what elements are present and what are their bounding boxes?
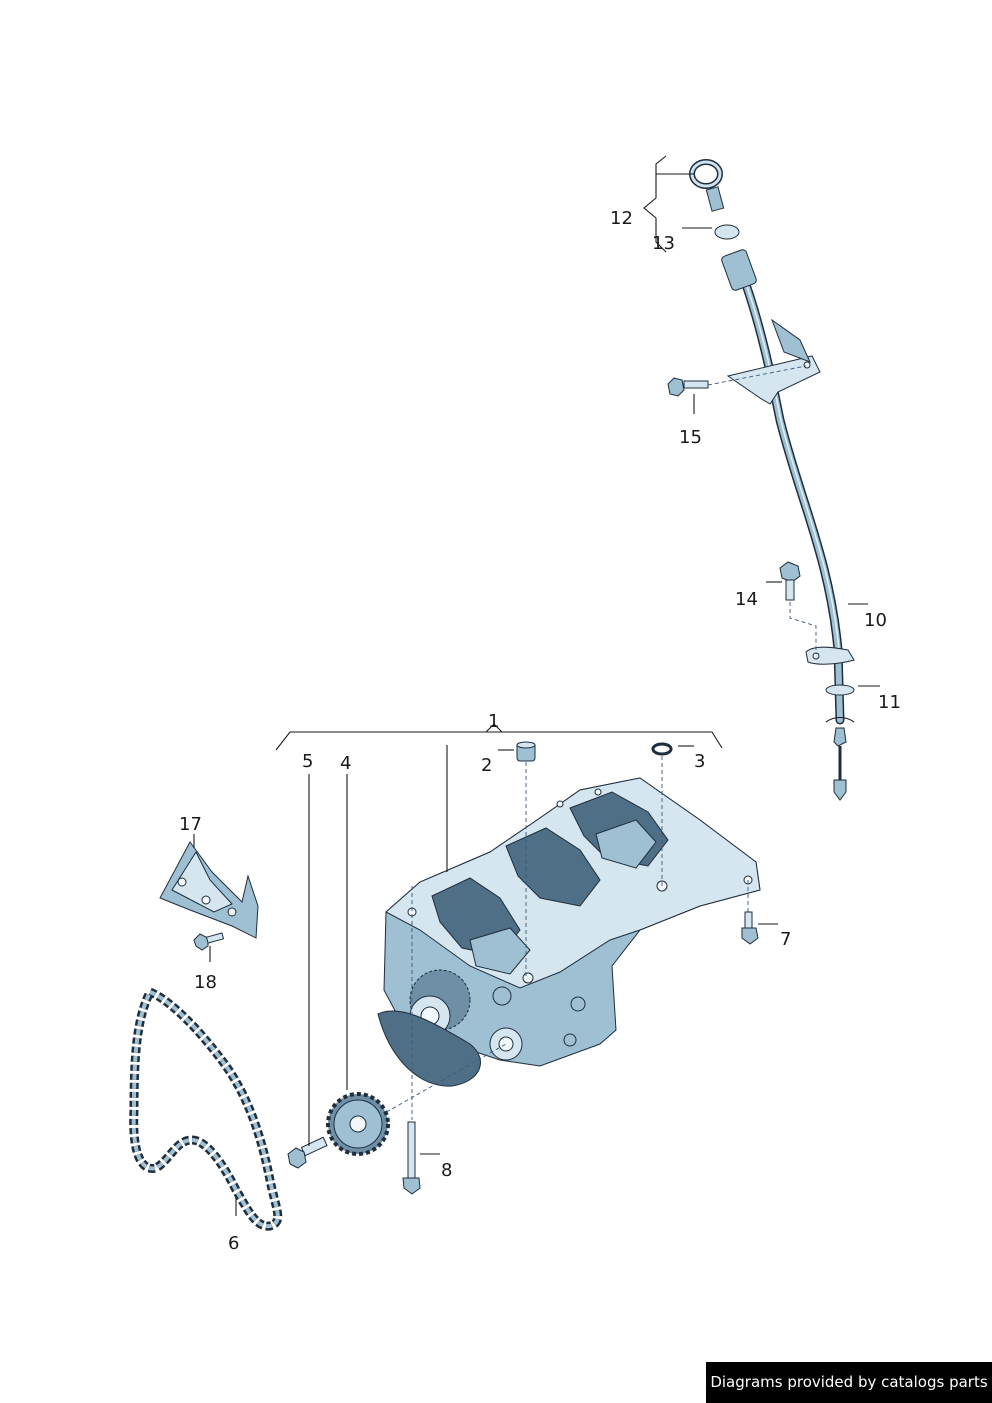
drive-chain-6 [129, 986, 283, 1231]
credit-badge: Diagrams provided by catalogs parts [706, 1362, 992, 1403]
callout-8: 8 [441, 1160, 452, 1181]
callout-7: 7 [780, 929, 791, 950]
dipstick-guide-tube [721, 249, 855, 725]
dipstick-tip [825, 716, 855, 801]
bolt-8 [402, 1121, 421, 1195]
bolt-5 [287, 1136, 328, 1169]
bolt-7 [741, 911, 759, 945]
sleeve-2 [516, 741, 536, 762]
callout-6: 6 [228, 1233, 239, 1254]
callout-15: 15 [679, 427, 702, 448]
oil-pump-housing [377, 777, 761, 1087]
callout-3: 3 [694, 751, 705, 772]
bolt-18 [193, 932, 225, 951]
callout-17: 17 [179, 814, 202, 835]
bolt-14 [779, 561, 801, 601]
chain-tensioner-17 [159, 841, 259, 939]
callout-14: 14 [735, 589, 758, 610]
callout-11: 11 [878, 692, 901, 713]
callout-10: 10 [864, 610, 887, 631]
callout-5: 5 [302, 751, 313, 772]
sprocket-4 [326, 1092, 390, 1156]
o-ring-3 [651, 742, 673, 756]
bolt-15 [667, 377, 709, 397]
callout-4: 4 [340, 753, 351, 774]
o-ring-11 [825, 684, 855, 696]
callout-2: 2 [481, 755, 492, 776]
callout-18: 18 [194, 972, 217, 993]
callout-12: 12 [610, 208, 633, 229]
callout-1: 1 [488, 711, 499, 732]
callout-13: 13 [652, 233, 675, 254]
